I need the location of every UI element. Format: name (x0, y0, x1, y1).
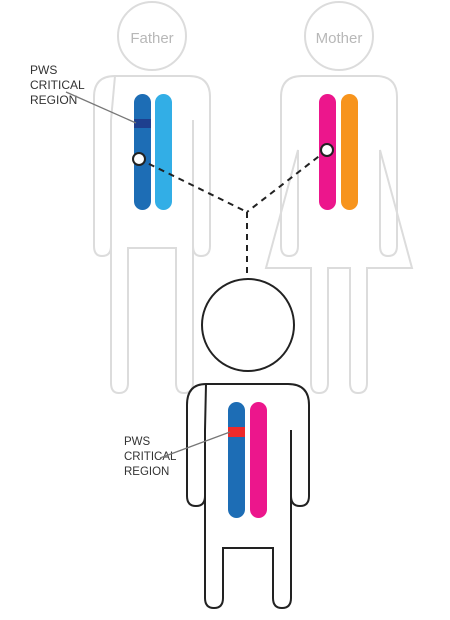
father-origin-marker (132, 152, 146, 166)
top-label-line-3: REGION (30, 93, 77, 107)
top-label-line-2: CRITICAL (30, 78, 85, 92)
child-chromosome-paternal (228, 402, 245, 518)
mother-body-outline (264, 75, 414, 395)
child-critical-band-deleted (228, 427, 245, 437)
mother-origin-marker (320, 143, 334, 157)
inheritance-lines (138, 149, 328, 276)
father-label: Father (130, 30, 173, 47)
father-figure (93, 1, 211, 395)
bottom-label-pointer (159, 431, 231, 459)
child-chromosome-maternal (250, 402, 267, 518)
bottom-label-line-2: CRITICAL (124, 451, 177, 463)
father-inheritance-line (138, 158, 248, 213)
bottom-label-line-3: REGION (124, 466, 169, 478)
mother-chromosome-orange (341, 94, 358, 210)
top-critical-region-label: PWS CRITICAL REGION (30, 63, 85, 107)
mother-inheritance-line (246, 149, 328, 213)
mother-label: Mother (316, 30, 363, 47)
child-body-outline (186, 382, 310, 610)
child-head (201, 278, 295, 372)
father-critical-band (134, 119, 151, 128)
father-head (117, 1, 187, 71)
father-chromosome-light (155, 94, 172, 210)
bottom-critical-region-label: PWS CRITICAL REGION (124, 436, 177, 478)
child-figure (186, 278, 310, 610)
bottom-label-line-1: PWS (124, 436, 151, 448)
mother-head (304, 1, 374, 71)
top-label-pointer (65, 91, 137, 124)
mother-figure (264, 1, 414, 395)
father-body-outline (93, 74, 211, 395)
top-label-line-1: PWS (30, 63, 57, 77)
father-chromosome-dark (134, 94, 151, 210)
